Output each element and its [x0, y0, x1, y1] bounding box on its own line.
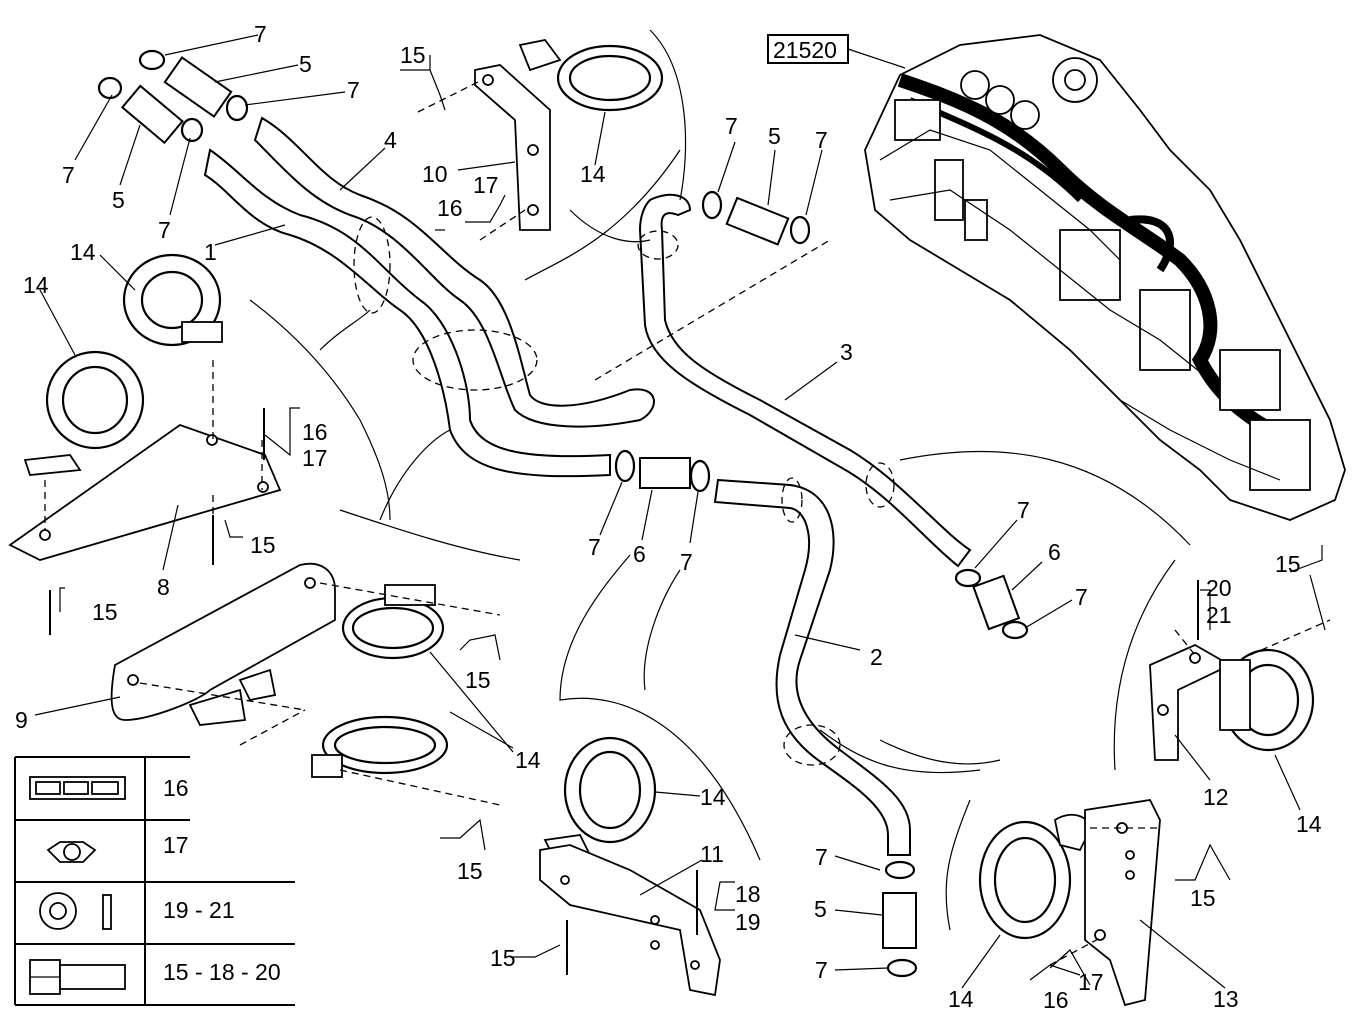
- washer-strip-icon: [29, 776, 126, 800]
- callout-hose-2: 2: [870, 644, 883, 670]
- hose-3: [594, 193, 972, 568]
- callout-clip-7: 7: [815, 127, 828, 153]
- hex-bolt-icon: [29, 959, 126, 995]
- hose-2: [713, 477, 911, 856]
- bracket-11-assembly: [539, 736, 721, 997]
- callout-clip-7: 7: [815, 957, 828, 983]
- callout-code-19: 19: [735, 909, 761, 935]
- legend-label-19-21: 19 - 21: [163, 897, 235, 923]
- callout-hose-1: 1: [204, 239, 217, 265]
- callout-labels: 1 2 3 4 5 5 5 5 6 6 7 7 7 7 7 7 7 7 7 7 …: [15, 21, 1322, 1013]
- legend-label-17: 17: [163, 832, 189, 858]
- callout-clip-7: 7: [62, 162, 75, 188]
- callout-hose-4: 4: [384, 127, 397, 153]
- callout-bracket-9: 9: [15, 707, 28, 733]
- hose-pair-1-4: [203, 116, 655, 478]
- callout-clip-7: 7: [725, 113, 738, 139]
- callout-clamp-14: 14: [700, 784, 726, 810]
- callout-screw-15: 15: [1275, 551, 1301, 577]
- callout-screw-15: 15: [465, 667, 491, 693]
- callout-screw-15: 15: [400, 42, 426, 68]
- callout-clip-7: 7: [254, 21, 267, 47]
- legend-label-15-18-20: 15 - 18 - 20: [163, 959, 281, 985]
- reference-code-box: [767, 34, 849, 64]
- callout-clip-7: 7: [1075, 584, 1088, 610]
- callout-clip-7: 7: [347, 77, 360, 103]
- engine-illustration: [864, 34, 1346, 521]
- callout-sleeve-6b: 6: [1048, 539, 1061, 565]
- bracket-10-assembly: [417, 39, 681, 281]
- washer-ring-icon: [39, 892, 112, 930]
- callout-clamp-14: 14: [23, 272, 49, 298]
- leader-lines: [34, 34, 1301, 989]
- callout-washer-16: 16: [302, 419, 328, 445]
- bracket-12-assembly: [1149, 619, 1331, 761]
- callout-washer-16: 16: [437, 195, 463, 221]
- callout-screw-15: 15: [457, 858, 483, 884]
- callout-screw-15: 15: [1190, 885, 1216, 911]
- callout-clip-7: 7: [680, 549, 693, 575]
- callout-clamp-14: 14: [1296, 811, 1322, 837]
- callout-nut-17: 17: [1078, 969, 1104, 995]
- callout-sleeve-6a: 6: [633, 541, 646, 567]
- callout-code-20: 20: [1206, 575, 1232, 601]
- callout-clamp-14: 14: [515, 747, 541, 773]
- callout-washer-16: 16: [1043, 987, 1069, 1013]
- callout-sleeve-5d: 5: [814, 896, 827, 922]
- callout-sleeve-5c: 5: [768, 123, 781, 149]
- center-fittings: [614, 449, 711, 493]
- fastener-leaders: [49, 55, 1326, 986]
- callout-nut-17: 17: [473, 172, 499, 198]
- callout-bracket-11: 11: [700, 841, 724, 867]
- callout-sleeve-5b: 5: [112, 187, 125, 213]
- callout-clip-7: 7: [815, 844, 828, 870]
- bracket-13-assembly: [978, 799, 1161, 1007]
- callout-screw-15: 15: [250, 532, 276, 558]
- right-fittings: [954, 568, 1029, 640]
- hose-3-top-fittings: [701, 190, 811, 246]
- legend-label-16: 16: [163, 775, 189, 801]
- bottom-fittings: [882, 860, 918, 978]
- bracket-8-assembly: [8, 253, 282, 561]
- callout-bracket-13: 13: [1213, 986, 1239, 1012]
- callout-clamp-14: 14: [70, 239, 96, 265]
- bracket-9-assembly: [110, 562, 501, 806]
- callout-bracket-12: 12: [1203, 784, 1229, 810]
- callout-nut-17: 17: [302, 445, 328, 471]
- callout-clamp-14: 14: [948, 986, 974, 1012]
- hex-nut-icon: [46, 841, 97, 863]
- callout-clip-7: 7: [158, 217, 171, 243]
- callout-screw-15: 15: [490, 945, 516, 971]
- callout-screw-15: 15: [92, 599, 118, 625]
- callout-clip-7: 7: [1017, 497, 1030, 523]
- callout-sleeve-5a: 5: [299, 51, 312, 77]
- callout-bracket-10: 10: [422, 161, 448, 187]
- fastener-legend: 16 17 19 - 21 15 - 18 - 20: [14, 756, 295, 1006]
- detail-arcs: [249, 29, 1191, 931]
- callout-clip-7: 7: [588, 534, 601, 560]
- top-left-fittings: [97, 49, 249, 145]
- callout-hose-3: 3: [840, 339, 853, 365]
- callout-bracket-8: 8: [157, 574, 170, 600]
- callout-code-18: 18: [735, 881, 761, 907]
- callout-code-21: 21: [1206, 602, 1232, 628]
- callout-clamp-14: 14: [580, 161, 606, 187]
- reference-code: 21520: [773, 37, 837, 63]
